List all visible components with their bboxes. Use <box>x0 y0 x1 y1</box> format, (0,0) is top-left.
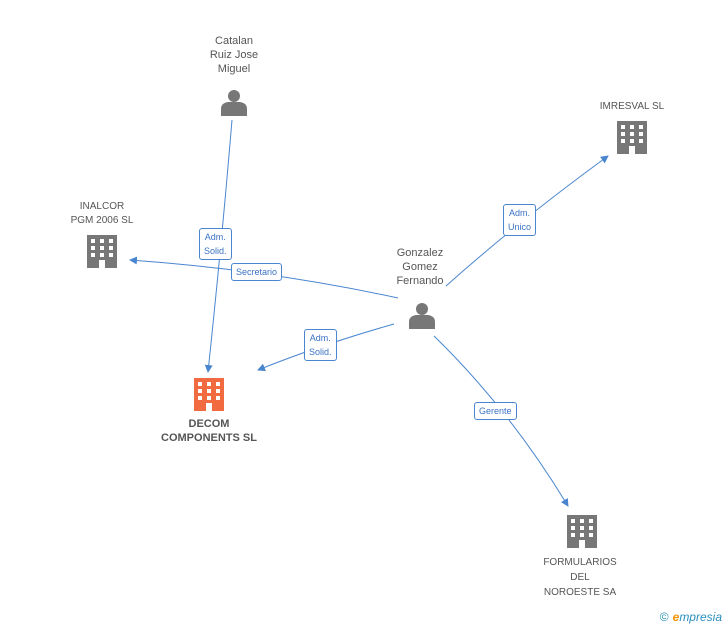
node-label-line: DEL <box>570 572 590 583</box>
node-label-gonzalez[interactable]: Gonzalez Gomez Fernando <box>380 246 460 288</box>
person-icon[interactable] <box>221 90 247 116</box>
edge-label-line: Adm. <box>509 208 531 218</box>
edge-label-catalan-decom[interactable]: Adm. Solid. <box>199 228 232 260</box>
edge-label-line: Gerente <box>479 406 512 416</box>
brand-logo-initial: e <box>672 610 680 624</box>
node-label-imresval[interactable]: IMRESVAL SL <box>582 100 682 114</box>
building-icon[interactable] <box>567 515 597 548</box>
node-label-line: Fernando <box>396 275 444 287</box>
copyright-icon: © <box>659 610 669 624</box>
node-label-line: PGM 2006 SL <box>70 215 134 226</box>
edge-label-line: Secretario <box>236 267 278 277</box>
edge-label-gonzalez-inalcor[interactable]: Secretario <box>231 263 283 281</box>
node-label-line: Miguel <box>217 63 251 75</box>
edge-label-line: Solid. <box>204 246 227 256</box>
edge-label-gonzalez-imresval[interactable]: Adm. Unico <box>503 204 537 236</box>
node-label-line: IMRESVAL SL <box>599 101 665 112</box>
brand-name: mpresia <box>679 610 722 624</box>
edge-label-line: Solid. <box>309 347 332 357</box>
node-label-inalcor[interactable]: INALCOR PGM 2006 SL <box>52 200 152 228</box>
node-label-line: DECOM <box>188 418 230 430</box>
edge-label-gonzalez-formularios[interactable]: Gerente <box>474 402 517 420</box>
node-label-line: Ruiz Jose <box>209 49 259 61</box>
node-label-formularios[interactable]: FORMULARIOS DEL NOROESTE SA <box>530 555 630 600</box>
building-icon-focus[interactable] <box>194 378 224 411</box>
node-label-line: NOROESTE SA <box>543 587 617 598</box>
building-icon[interactable] <box>617 121 647 154</box>
person-icon[interactable] <box>409 303 435 329</box>
node-label-line: Gonzalez <box>396 247 444 259</box>
building-icon[interactable] <box>87 235 117 268</box>
node-label-decom[interactable]: DECOM COMPONENTS SL <box>149 417 269 445</box>
edge-label-line: Adm. <box>309 333 331 343</box>
edge-label-line: Unico <box>508 222 532 232</box>
node-label-line: Gomez <box>402 261 438 273</box>
node-label-line: COMPONENTS SL <box>161 432 257 444</box>
node-label-catalan[interactable]: Catalan Ruiz Jose Miguel <box>194 34 274 76</box>
node-label-line: INALCOR <box>79 201 125 212</box>
empresia-brand: ©empresia <box>660 610 722 624</box>
edge-gonzalez-formularios <box>433 335 569 507</box>
node-label-line: FORMULARIOS <box>543 557 617 568</box>
node-label-line: Catalan <box>215 35 253 47</box>
edge-label-gonzalez-decom[interactable]: Adm. Solid. <box>304 329 337 361</box>
edge-label-line: Adm. <box>204 232 226 242</box>
